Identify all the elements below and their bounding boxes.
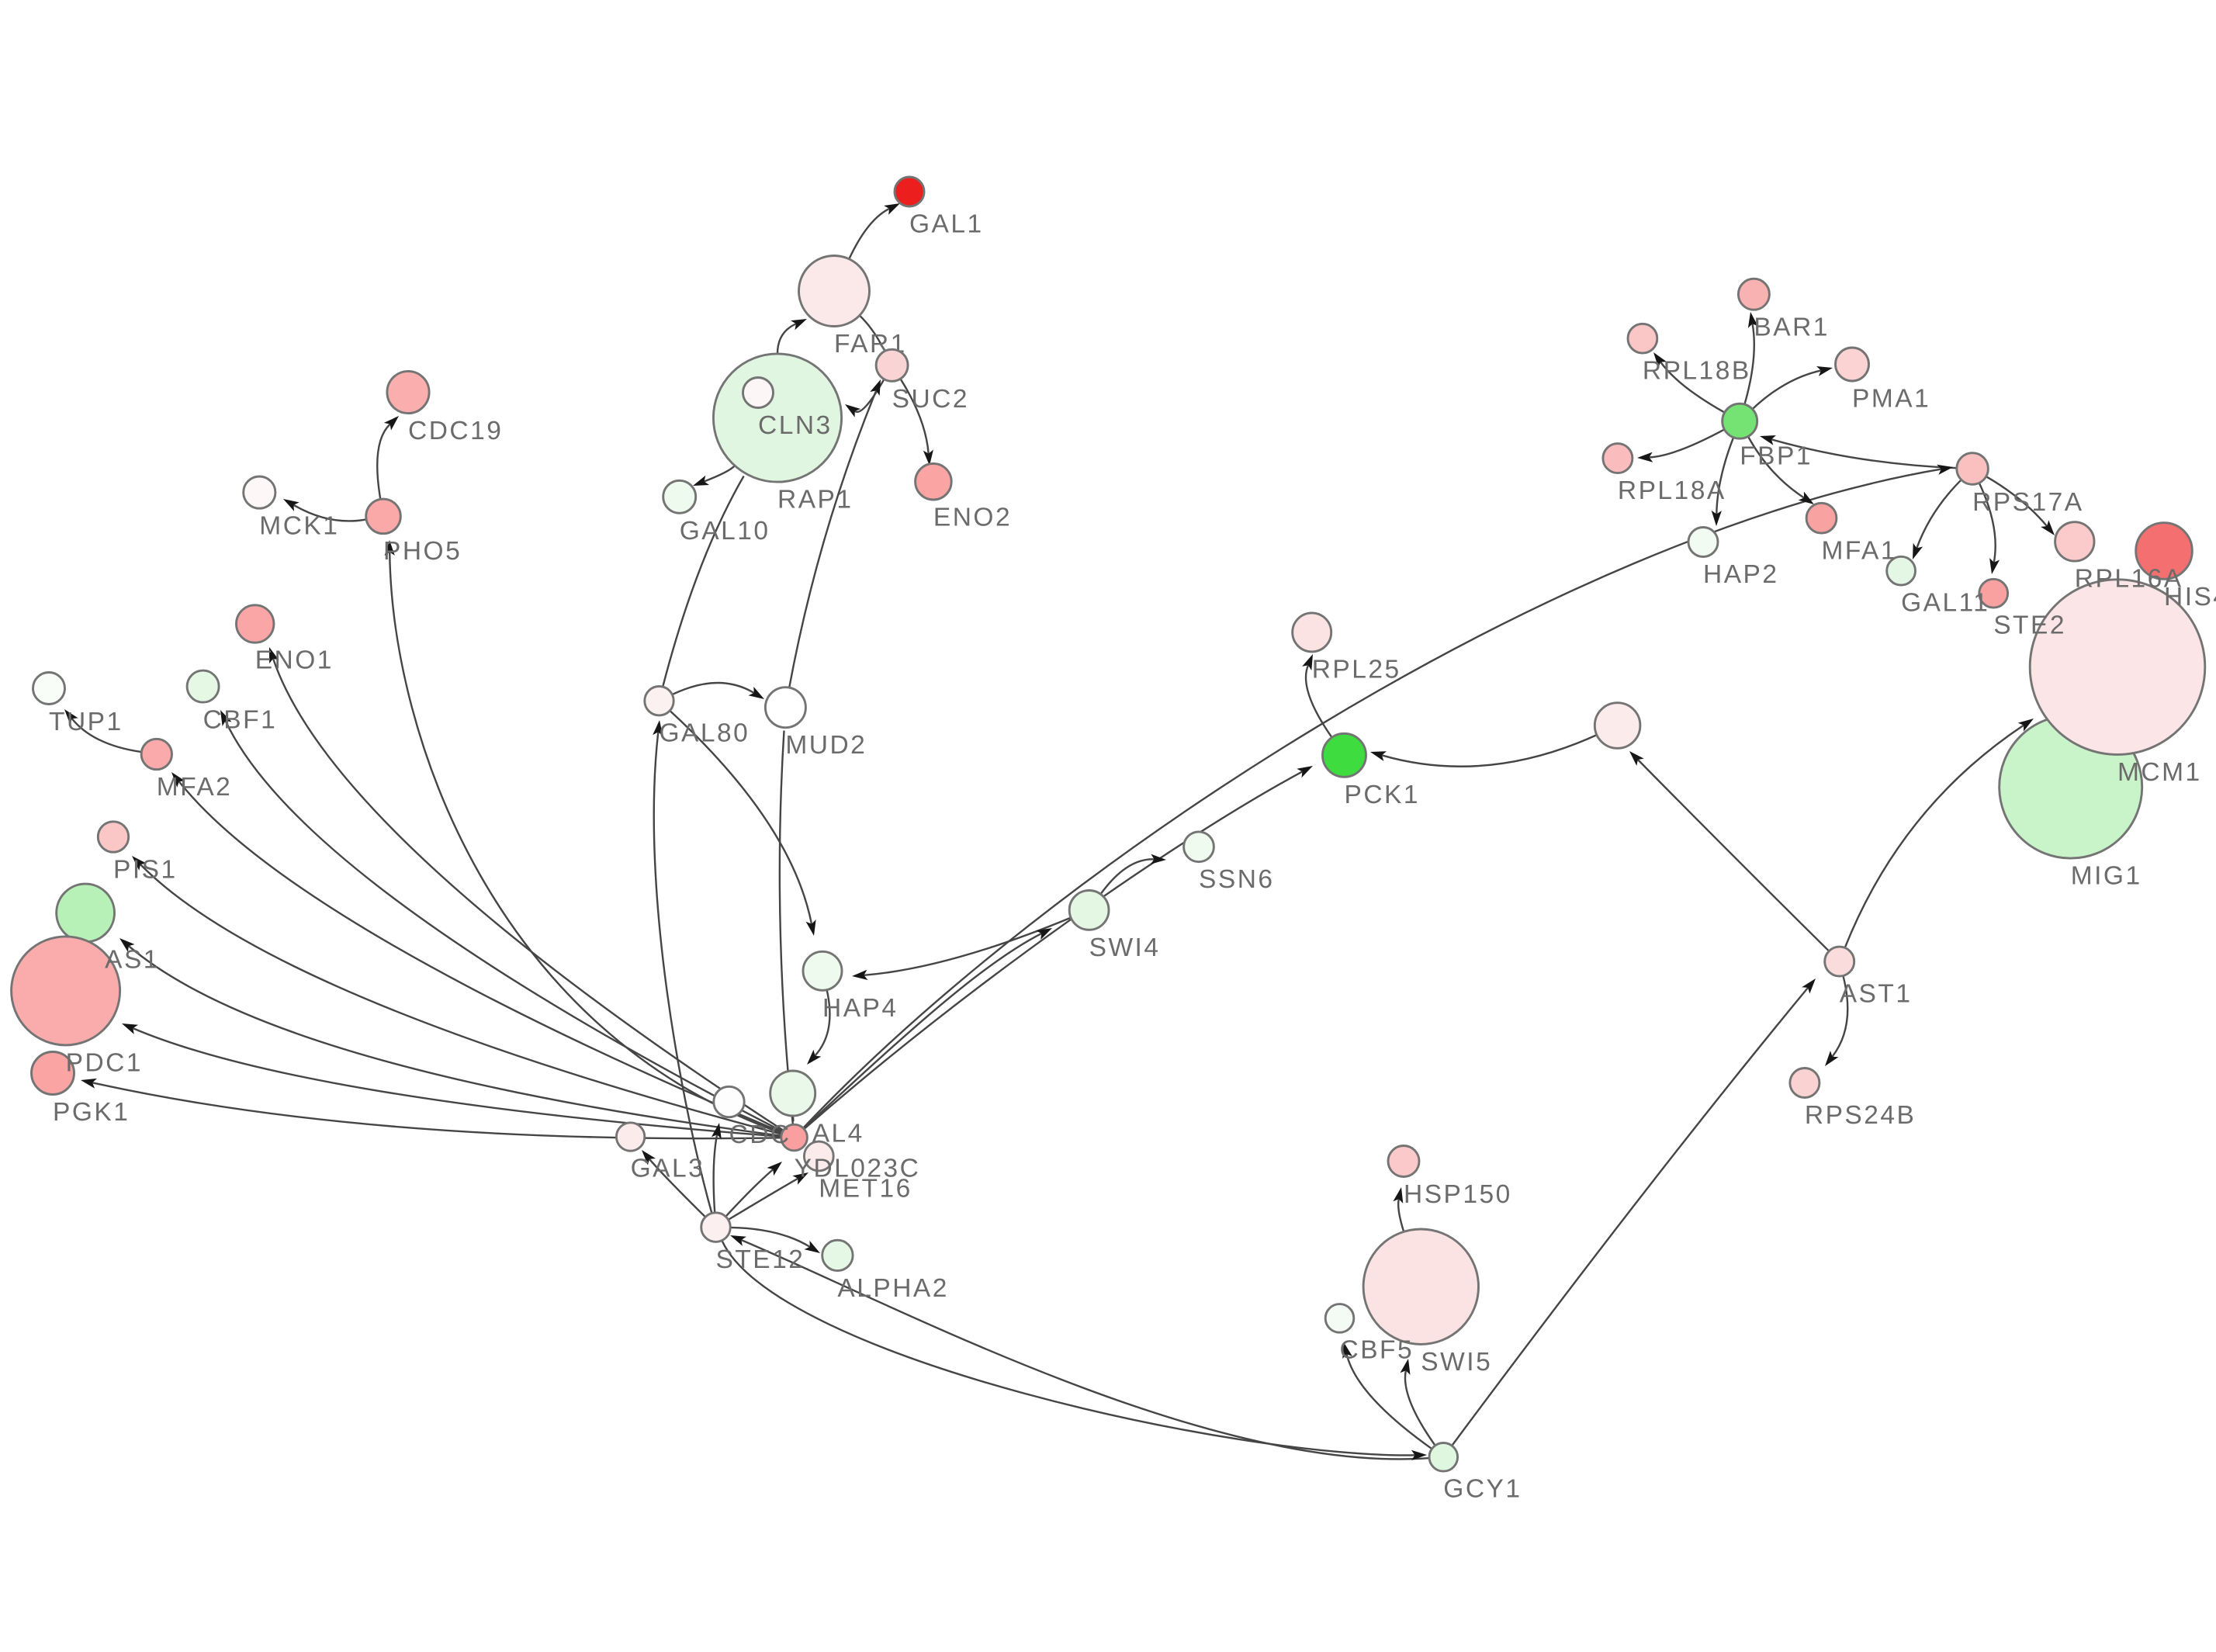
svg-text:RPL16A: RPL16A <box>2075 565 2183 594</box>
svg-text:CLN3: CLN3 <box>758 411 833 440</box>
svg-text:ENO1: ENO1 <box>255 646 334 675</box>
svg-text:GAL10: GAL10 <box>680 517 770 545</box>
svg-text:STE12: STE12 <box>716 1245 805 1274</box>
svg-text:MCM1: MCM1 <box>2117 758 2202 787</box>
svg-text:PMA1: PMA1 <box>1852 385 1930 414</box>
svg-text:HSP150: HSP150 <box>1404 1180 1512 1209</box>
svg-text:AL4: AL4 <box>812 1120 864 1148</box>
svg-text:AS1: AS1 <box>105 945 160 974</box>
svg-text:HAP4: HAP4 <box>822 994 899 1023</box>
svg-text:RPL18B: RPL18B <box>1643 357 1751 386</box>
svg-text:MFA1: MFA1 <box>1822 537 1898 566</box>
svg-text:SUC2: SUC2 <box>892 385 969 414</box>
svg-text:PHO5: PHO5 <box>383 537 462 566</box>
svg-text:PCK1: PCK1 <box>1345 781 1421 809</box>
svg-text:MFA2: MFA2 <box>157 773 232 802</box>
svg-text:SSN6: SSN6 <box>1199 865 1275 894</box>
svg-text:RPS17A: RPS17A <box>1972 488 2084 517</box>
svg-text:MUD2: MUD2 <box>785 731 867 760</box>
svg-text:FBP1: FBP1 <box>1740 442 1813 471</box>
svg-text:GAL3: GAL3 <box>631 1155 705 1183</box>
svg-text:RAP1: RAP1 <box>777 486 854 514</box>
svg-text:GCY1: GCY1 <box>1443 1475 1522 1504</box>
svg-text:STE2: STE2 <box>1993 611 2066 640</box>
svg-text:MET16: MET16 <box>819 1174 912 1203</box>
svg-text:TUP1: TUP1 <box>49 708 123 736</box>
svg-text:ALPHA2: ALPHA2 <box>837 1274 949 1303</box>
svg-text:BAR1: BAR1 <box>1754 313 1830 342</box>
svg-text:PGK1: PGK1 <box>53 1098 130 1127</box>
svg-text:CBF1: CBF1 <box>203 706 278 735</box>
svg-text:RPL18A: RPL18A <box>1618 476 1726 505</box>
svg-text:RPS24B: RPS24B <box>1805 1101 1916 1130</box>
svg-text:GAL80: GAL80 <box>660 719 750 747</box>
svg-text:MCK1: MCK1 <box>259 512 339 541</box>
svg-text:CDC19: CDC19 <box>408 417 503 445</box>
svg-text:PDC1: PDC1 <box>66 1048 143 1077</box>
svg-text:HIS4: HIS4 <box>2164 583 2216 611</box>
svg-text:HAP2: HAP2 <box>1703 560 1779 589</box>
svg-text:GAL1: GAL1 <box>909 210 984 239</box>
svg-text:SWI4: SWI4 <box>1089 933 1161 962</box>
svg-text:PIS1: PIS1 <box>113 856 178 885</box>
svg-text:GAL11: GAL11 <box>1901 589 1989 618</box>
svg-text:YDL023C: YDL023C <box>795 1154 921 1183</box>
svg-text:CDC: CDC <box>729 1120 791 1149</box>
svg-text:MIG1: MIG1 <box>2071 862 2142 891</box>
svg-text:AST1: AST1 <box>1840 980 1913 1009</box>
svg-text:ENO2: ENO2 <box>933 504 1012 532</box>
svg-text:SWI5: SWI5 <box>1421 1348 1492 1377</box>
svg-text:RPL25: RPL25 <box>1312 655 1401 684</box>
svg-text:CBF5: CBF5 <box>1340 1336 1414 1365</box>
